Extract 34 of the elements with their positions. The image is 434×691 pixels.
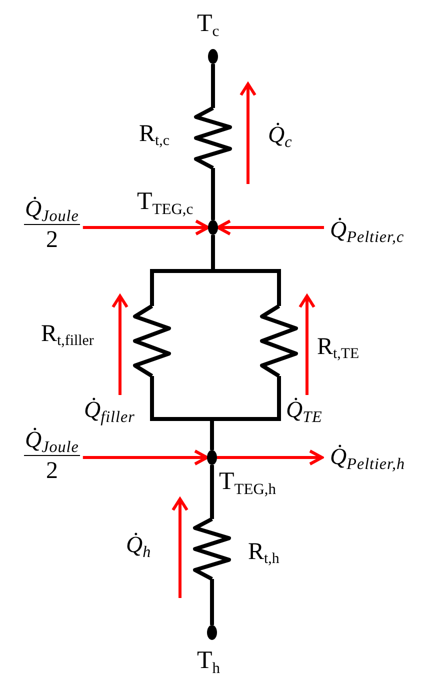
junction-dot xyxy=(207,625,217,640)
heat-flow-label: Q̇$_{TE}$ xyxy=(286,396,322,424)
resistance-label: R$_{t,filler}$ xyxy=(41,321,94,349)
heat-flow-label: Q̇$_{c}$ xyxy=(268,121,292,149)
resistor-symbol xyxy=(259,306,299,376)
heat-flow-arrow xyxy=(216,220,324,236)
wire xyxy=(210,465,214,519)
heat-flow-label: Q̇$_{Peltier,c}$ xyxy=(330,216,404,244)
temperature-label: T$_{TEG,c}$ xyxy=(137,188,194,217)
fraction-denominator: 2 xyxy=(46,228,58,252)
resistance-label: R$_{t,h}$ xyxy=(248,539,280,567)
resistance-label: R$_{t,TE}$ xyxy=(317,334,360,362)
wire xyxy=(210,579,214,625)
heat-flow-label: Q̇$_{Joule}$ xyxy=(24,196,80,222)
resistor-symbol xyxy=(132,306,172,376)
fraction-denominator: 2 xyxy=(46,459,58,483)
resistor-symbol xyxy=(193,108,233,168)
wire xyxy=(211,168,215,220)
temperature-label: T$_{TEG,h}$ xyxy=(219,468,276,497)
heat-flow-label: Q̇$_{h}$ xyxy=(126,531,152,559)
wire xyxy=(211,64,215,108)
temperature-label: T$_{h}$ xyxy=(197,647,220,676)
heat-flow-arrow xyxy=(82,220,210,236)
heat-flow-arrow xyxy=(82,450,208,466)
junction-dot xyxy=(208,49,218,64)
temperature-label: T$_{c}$ xyxy=(197,10,220,39)
junction-dot xyxy=(208,220,218,235)
heat-flow-arrow xyxy=(217,450,324,466)
heat-flow-label: Q̇$_{Peltier,h}$ xyxy=(330,443,406,471)
heat-flow-label: Q̇$_{Joule}$ xyxy=(24,427,80,453)
junction-dot xyxy=(207,450,217,465)
resistor-symbol xyxy=(192,519,232,579)
heat-flow-label: Q̇$_{filler}$ xyxy=(84,396,135,424)
resistance-label: R$_{t,c}$ xyxy=(139,121,170,149)
